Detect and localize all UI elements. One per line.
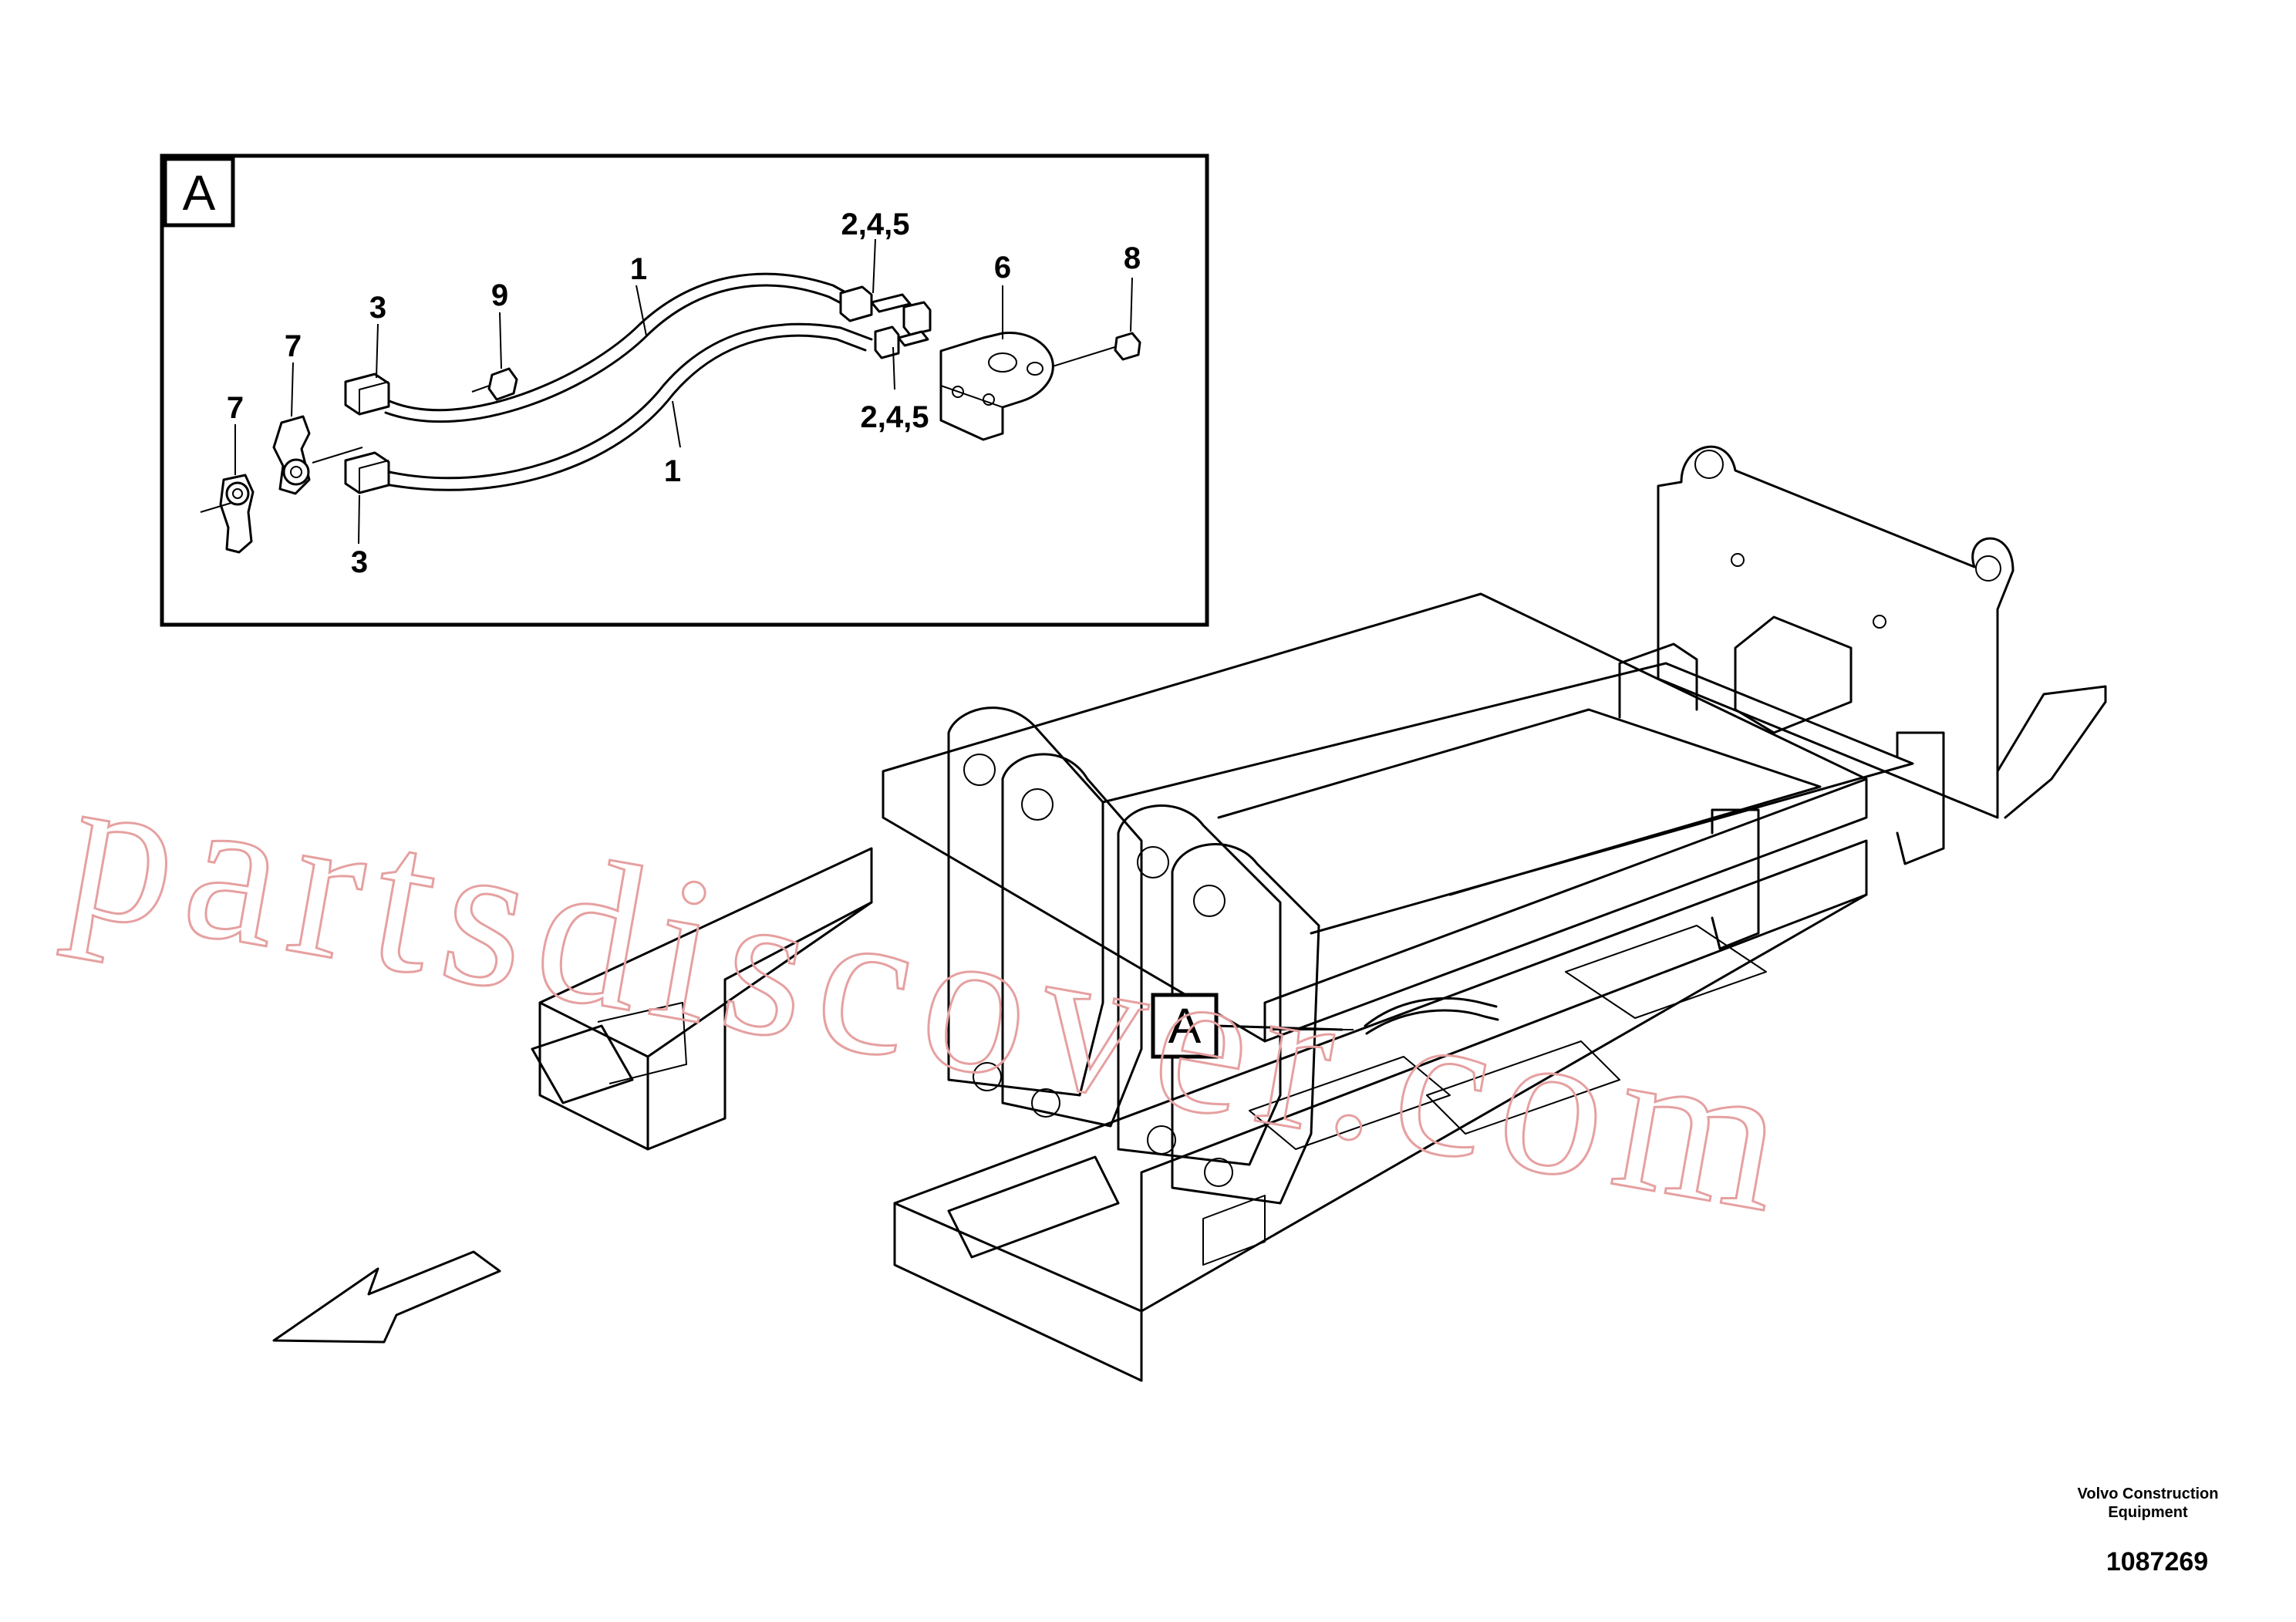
drawing-number: 1087269 xyxy=(2106,1547,2209,1576)
bolt-8 xyxy=(1052,332,1141,367)
callout-1-lower: 1 xyxy=(664,454,681,488)
callout-2-4-5-lower: 2,4,5 xyxy=(861,400,929,434)
watermark: partsdiscover.com xyxy=(54,728,1813,1258)
clamp-lower xyxy=(219,474,255,554)
callout-7-lower: 7 xyxy=(227,391,244,425)
brand-line-2: Equipment xyxy=(2108,1504,2188,1521)
detail-box-a: A xyxy=(160,153,1209,627)
connector-lower xyxy=(344,451,390,494)
detail-reference-label: A xyxy=(1168,998,1202,1054)
callout-3-lower: 3 xyxy=(351,545,368,579)
detail-box-label-frame xyxy=(163,157,235,228)
clamp-upper xyxy=(272,415,311,495)
hose-assembly xyxy=(384,272,873,491)
callout-8: 8 xyxy=(1124,241,1141,275)
clamp-leader-line xyxy=(200,502,232,513)
brand-label: Volvo Construction Equipment xyxy=(2055,1485,2240,1522)
brand-line-1: Volvo Construction xyxy=(2077,1485,2219,1502)
step-plate xyxy=(531,1024,634,1104)
detail-box-label: A xyxy=(183,165,216,221)
clamp-hose-line xyxy=(312,447,363,464)
callout-2-4-5-upper: 2,4,5 xyxy=(841,207,910,241)
callout-7-upper: 7 xyxy=(285,329,302,363)
connector-upper xyxy=(344,373,390,416)
chassis-frame xyxy=(531,445,2107,1382)
callout-6: 6 xyxy=(994,251,1011,285)
bracket-6 xyxy=(939,331,1054,441)
direction-arrow-icon xyxy=(272,1250,501,1344)
callout-leaders xyxy=(234,238,1133,545)
bolt-9 xyxy=(471,367,518,401)
callout-1-upper: 1 xyxy=(630,252,647,286)
callout-3-upper: 3 xyxy=(369,291,386,325)
fitting-upper xyxy=(839,285,932,336)
detail-reference-a: A xyxy=(1151,993,1344,1059)
callout-9: 9 xyxy=(491,278,508,312)
